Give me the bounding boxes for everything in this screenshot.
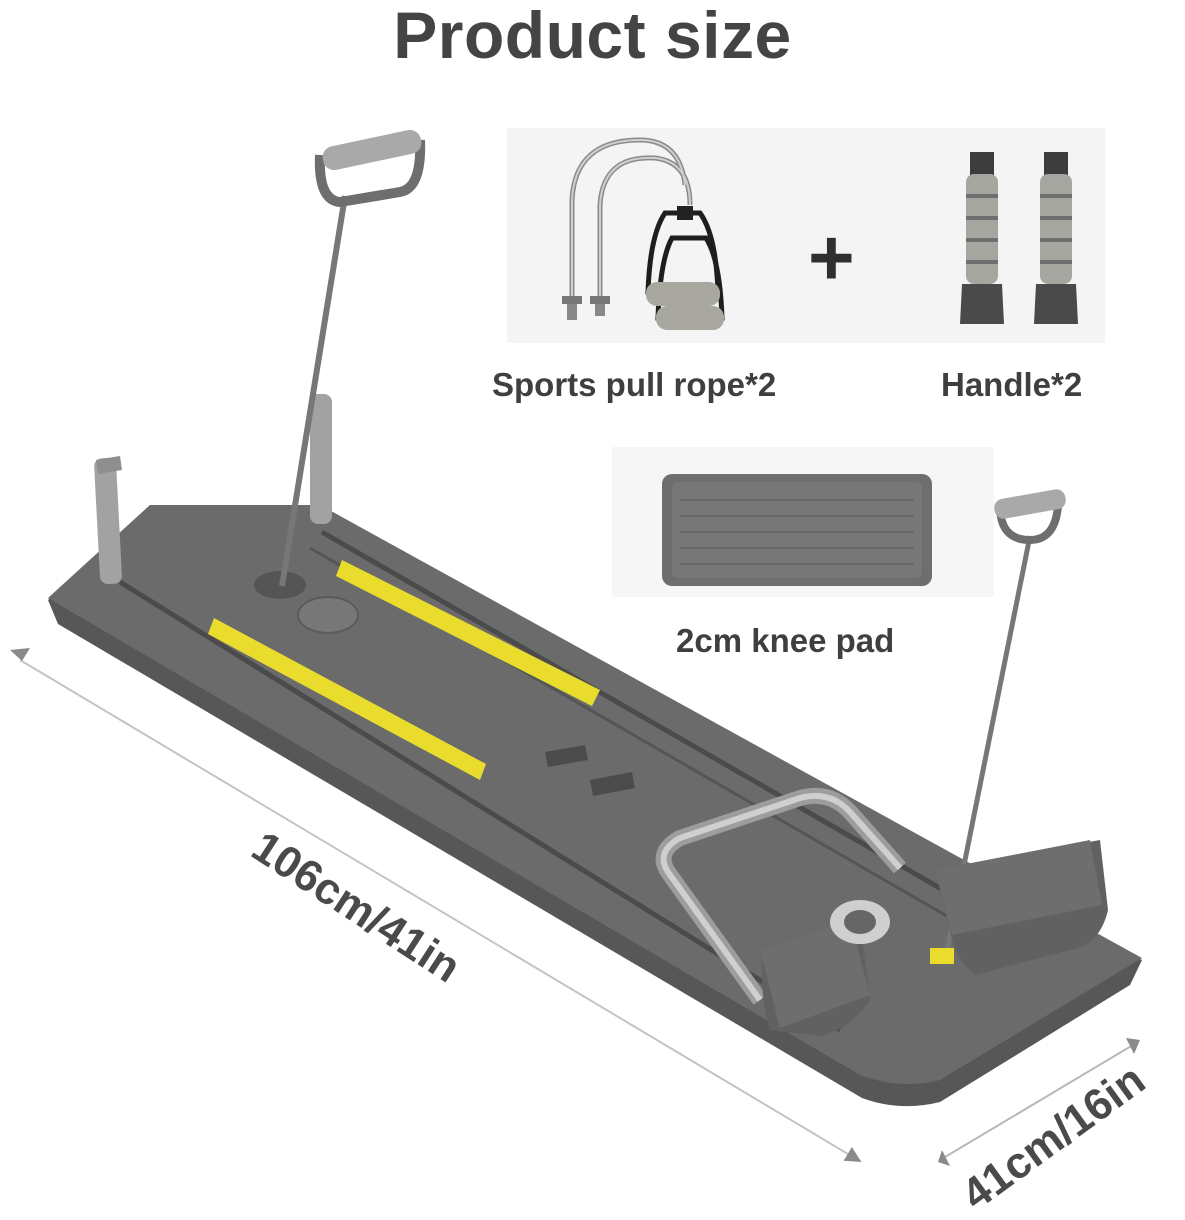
knee-pad-icon: [662, 474, 932, 586]
width-arrow: [939, 1041, 1139, 1161]
length-arrow: [19, 659, 862, 1163]
page-title: Product size: [393, 0, 792, 72]
accessory-panel: [507, 128, 1105, 343]
foot-pads: [760, 840, 1108, 1036]
knee-frame: [655, 787, 906, 1005]
handle-label: Handle*2: [941, 366, 1083, 403]
pull-rope-icon: [562, 137, 725, 330]
d-handle-pole-left: [279, 129, 426, 587]
knee-pad-label: 2cm knee pad: [676, 622, 895, 659]
handle-icon: [960, 152, 1078, 324]
rope-label: Sports pull rope*2: [492, 366, 777, 403]
grip-post-icon: [94, 394, 332, 585]
plus-icon: +: [808, 213, 855, 302]
